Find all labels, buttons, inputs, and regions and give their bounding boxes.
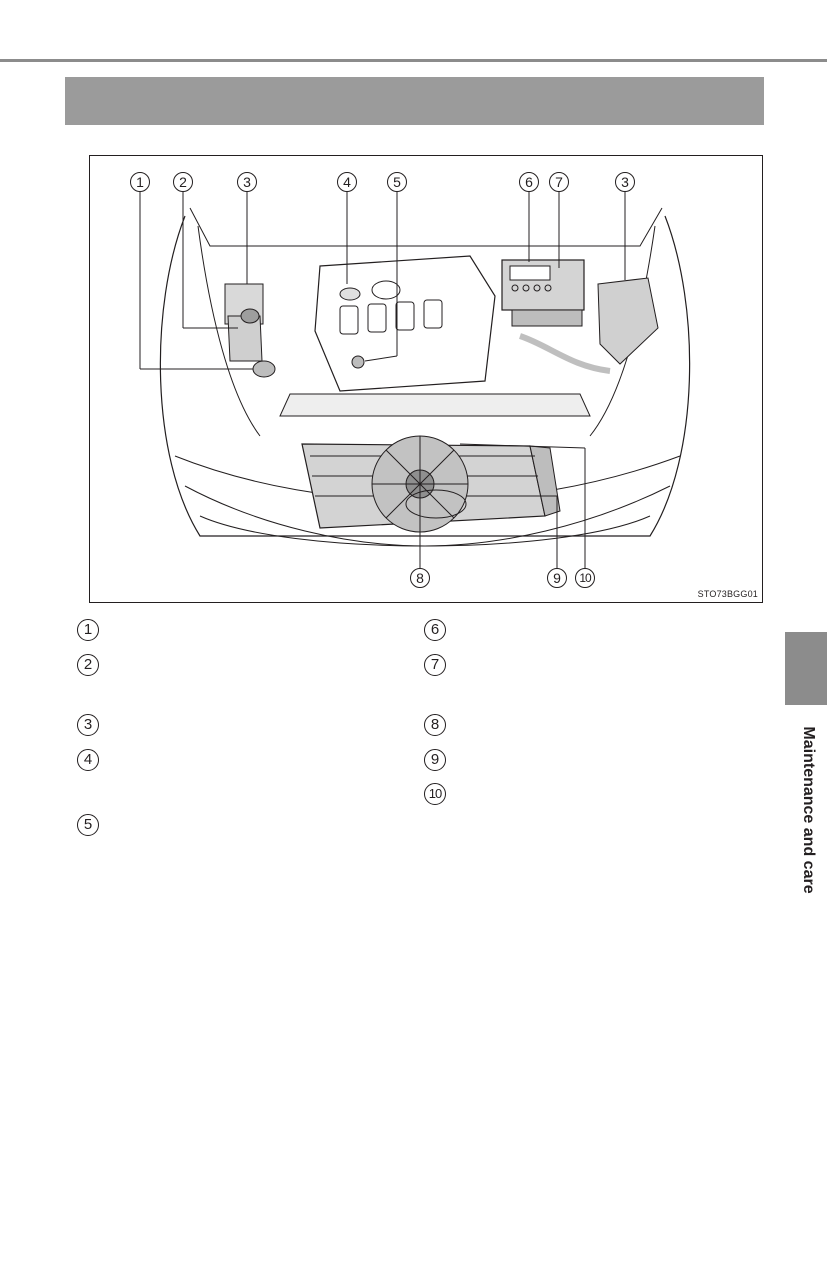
engine-compartment-figure: 1 2 3 4 5 6 7 3 8 9 10 STO73BGG01 bbox=[89, 155, 763, 603]
section-side-title-text: Maintenance and care bbox=[800, 726, 817, 894]
figure-callout-6: 6 bbox=[519, 172, 539, 192]
figure-callout-9: 9 bbox=[547, 568, 567, 588]
legend-marker-2: 2 bbox=[77, 654, 99, 676]
figure-callout-3-left: 3 bbox=[237, 172, 257, 192]
legend-marker-9: 9 bbox=[424, 749, 446, 771]
figure-callout-3-right: 3 bbox=[615, 172, 635, 192]
legend-marker-7: 7 bbox=[424, 654, 446, 676]
legend-marker-6: 6 bbox=[424, 619, 446, 641]
legend-marker-4: 4 bbox=[77, 749, 99, 771]
figure-callout-4: 4 bbox=[337, 172, 357, 192]
figure-callout-2: 2 bbox=[173, 172, 193, 192]
figure-code: STO73BGG01 bbox=[697, 589, 758, 599]
section-header-bar bbox=[65, 77, 764, 125]
legend-marker-5: 5 bbox=[77, 814, 99, 836]
section-side-tab bbox=[785, 632, 827, 705]
legend-marker-3: 3 bbox=[77, 714, 99, 736]
figure-callout-5: 5 bbox=[387, 172, 407, 192]
figure-callout-10: 10 bbox=[575, 568, 595, 588]
figure-callout-7: 7 bbox=[549, 172, 569, 192]
figure-callout-8: 8 bbox=[410, 568, 430, 588]
legend-marker-1: 1 bbox=[77, 619, 99, 641]
legend-marker-8: 8 bbox=[424, 714, 446, 736]
figure-callout-1: 1 bbox=[130, 172, 150, 192]
engine-compartment-illustration bbox=[139, 186, 691, 568]
legend-marker-10: 10 bbox=[424, 783, 446, 805]
top-rule bbox=[0, 59, 827, 62]
